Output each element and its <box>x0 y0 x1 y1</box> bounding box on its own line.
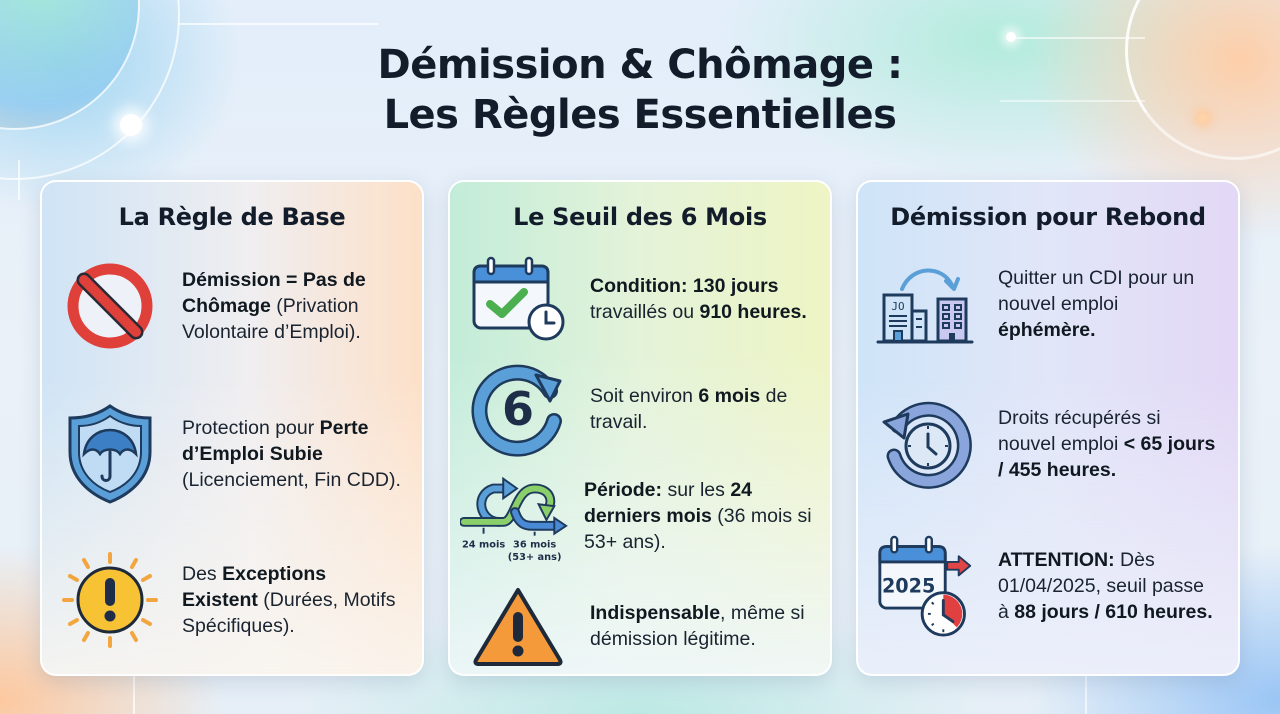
prohibited-icon <box>60 256 160 356</box>
text-normal: de travail. <box>590 385 788 433</box>
exclamation-sun-icon <box>60 550 160 650</box>
card-title: Démission pour Rebond <box>890 203 1206 231</box>
text-normal: Soit environ <box>590 385 699 407</box>
text-bold: Perte d’Emploi Subie <box>182 417 369 465</box>
background-line <box>1010 37 1145 39</box>
calendar-2025-clock-icon: 2025 <box>876 530 976 642</box>
svg-text:6: 6 <box>502 382 534 436</box>
page-title: Démission & Chômage : Les Règles Essenti… <box>0 40 1280 140</box>
card-regle-de-base: La Règle de Base Démission = Pas de Chôm… <box>40 180 424 676</box>
calendar-check-clock-icon <box>468 249 568 349</box>
text-normal: (Licenciement, Fin CDD). <box>182 469 401 491</box>
svg-text:(53+ ans): (53+ ans) <box>508 552 562 563</box>
list-item: Protection pour Perte d’Emploi Subie (Li… <box>60 402 404 506</box>
clock-rewind-icon <box>876 394 976 494</box>
text-normal: sur les <box>662 479 731 501</box>
text-normal: , même si démission légitime. <box>590 602 805 650</box>
svg-text:24 mois: 24 mois <box>462 539 505 550</box>
text-normal: Dès 01/04/2025, seuil passe à <box>998 549 1204 623</box>
page-title-line-1: Démission & Chômage : <box>377 42 903 88</box>
card-demission-rebond: Démission pour Rebond JO <box>856 180 1240 676</box>
text-bold: < 65 jours / 455 heures. <box>998 433 1216 481</box>
card-title: La Règle de Base <box>118 203 346 231</box>
text-bold: Période: <box>584 479 663 501</box>
card-seuil-6-mois: Le Seuil des 6 Mois Condition: 130 jours… <box>448 180 832 676</box>
buildings-transfer-icon: JO <box>876 254 976 354</box>
list-item: 24 mois 36 mois (53+ ans) Période: sur l… <box>460 468 812 564</box>
text-normal: Protection pour <box>182 417 320 439</box>
text-normal: travaillés ou <box>590 301 700 323</box>
list-item: 6 Soit environ 6 mois de travail. <box>468 364 812 457</box>
text-bold: 88 jours / 610 heures. <box>1014 601 1213 623</box>
card-title: Le Seuil des 6 Mois <box>513 203 767 231</box>
text-bold: 910 heures. <box>699 301 807 323</box>
text-normal: (36 mois si 53+ ans). <box>584 505 812 553</box>
text-bold: ATTENTION: <box>998 549 1115 571</box>
item-text: Période: sur les 24 derniers mois (36 mo… <box>584 477 812 555</box>
text-bold: Indispensable <box>590 602 721 624</box>
item-text: Droits récupérés si nouvel emploi < 65 j… <box>998 405 1220 483</box>
text-bold: Exceptions Existent <box>182 563 327 611</box>
svg-text:2025: 2025 <box>882 575 936 598</box>
text-normal: Des <box>182 563 223 585</box>
item-text: Indispensable, même si démission légitim… <box>590 600 812 652</box>
text-normal: (Privation Volontaire d’Emploi). <box>182 295 361 343</box>
background-line <box>1085 676 1087 714</box>
background-line <box>18 160 20 200</box>
shield-umbrella-icon <box>60 404 160 504</box>
list-item: Droits récupérés si nouvel emploi < 65 j… <box>876 394 1220 494</box>
list-item: Condition: 130 jours travaillés ou 910 h… <box>468 254 812 344</box>
item-text: Soit environ 6 mois de travail. <box>590 383 812 435</box>
list-item: Des Exceptions Existent (Durées, Motifs … <box>60 550 404 650</box>
text-bold: Condition: 130 jours <box>590 275 779 297</box>
item-text: Protection pour Perte d’Emploi Subie (Li… <box>182 415 404 493</box>
item-text: Quitter un CDI pour un nouvel emploi éph… <box>998 265 1220 343</box>
background-line <box>133 676 135 714</box>
item-text: Condition: 130 jours travaillés ou 910 h… <box>590 273 812 325</box>
item-text: Démission = Pas de Chômage (Privation Vo… <box>182 267 404 345</box>
text-normal: Quitter un CDI pour un nouvel emploi <box>998 267 1195 315</box>
list-item: Démission = Pas de Chômage (Privation Vo… <box>60 254 404 358</box>
six-cycle-icon: 6 <box>468 359 568 459</box>
list-item: JO Quitter un CDI pour un nouvel emploi … <box>876 254 1220 354</box>
svg-text:36 mois: 36 mois <box>513 539 556 550</box>
text-bold: Démission = Pas de Chômage <box>182 269 366 317</box>
text-bold: éphémère. <box>998 319 1096 341</box>
background-line <box>178 23 378 25</box>
text-normal: (Durées, Motifs Spécifiques). <box>182 589 396 637</box>
svg-text:JO: JO <box>891 300 904 313</box>
text-bold: 24 derniers mois <box>584 479 753 527</box>
text-normal: Droits récupérés si nouvel emploi <box>998 407 1161 455</box>
period-arrows-icon: 24 mois 36 mois (53+ ans) <box>460 466 570 566</box>
list-item: 2025 ATTENTION: Dès 01/04/2025, seuil pa… <box>876 530 1220 642</box>
text-bold: 6 mois <box>698 385 761 407</box>
item-text: ATTENTION: Dès 01/04/2025, seuil passe à… <box>998 547 1220 625</box>
page-title-line-2: Les Règles Essentielles <box>383 92 897 138</box>
warning-triangle-icon <box>468 576 568 676</box>
list-item: Indispensable, même si démission légitim… <box>468 584 812 668</box>
item-text: Des Exceptions Existent (Durées, Motifs … <box>182 561 404 639</box>
